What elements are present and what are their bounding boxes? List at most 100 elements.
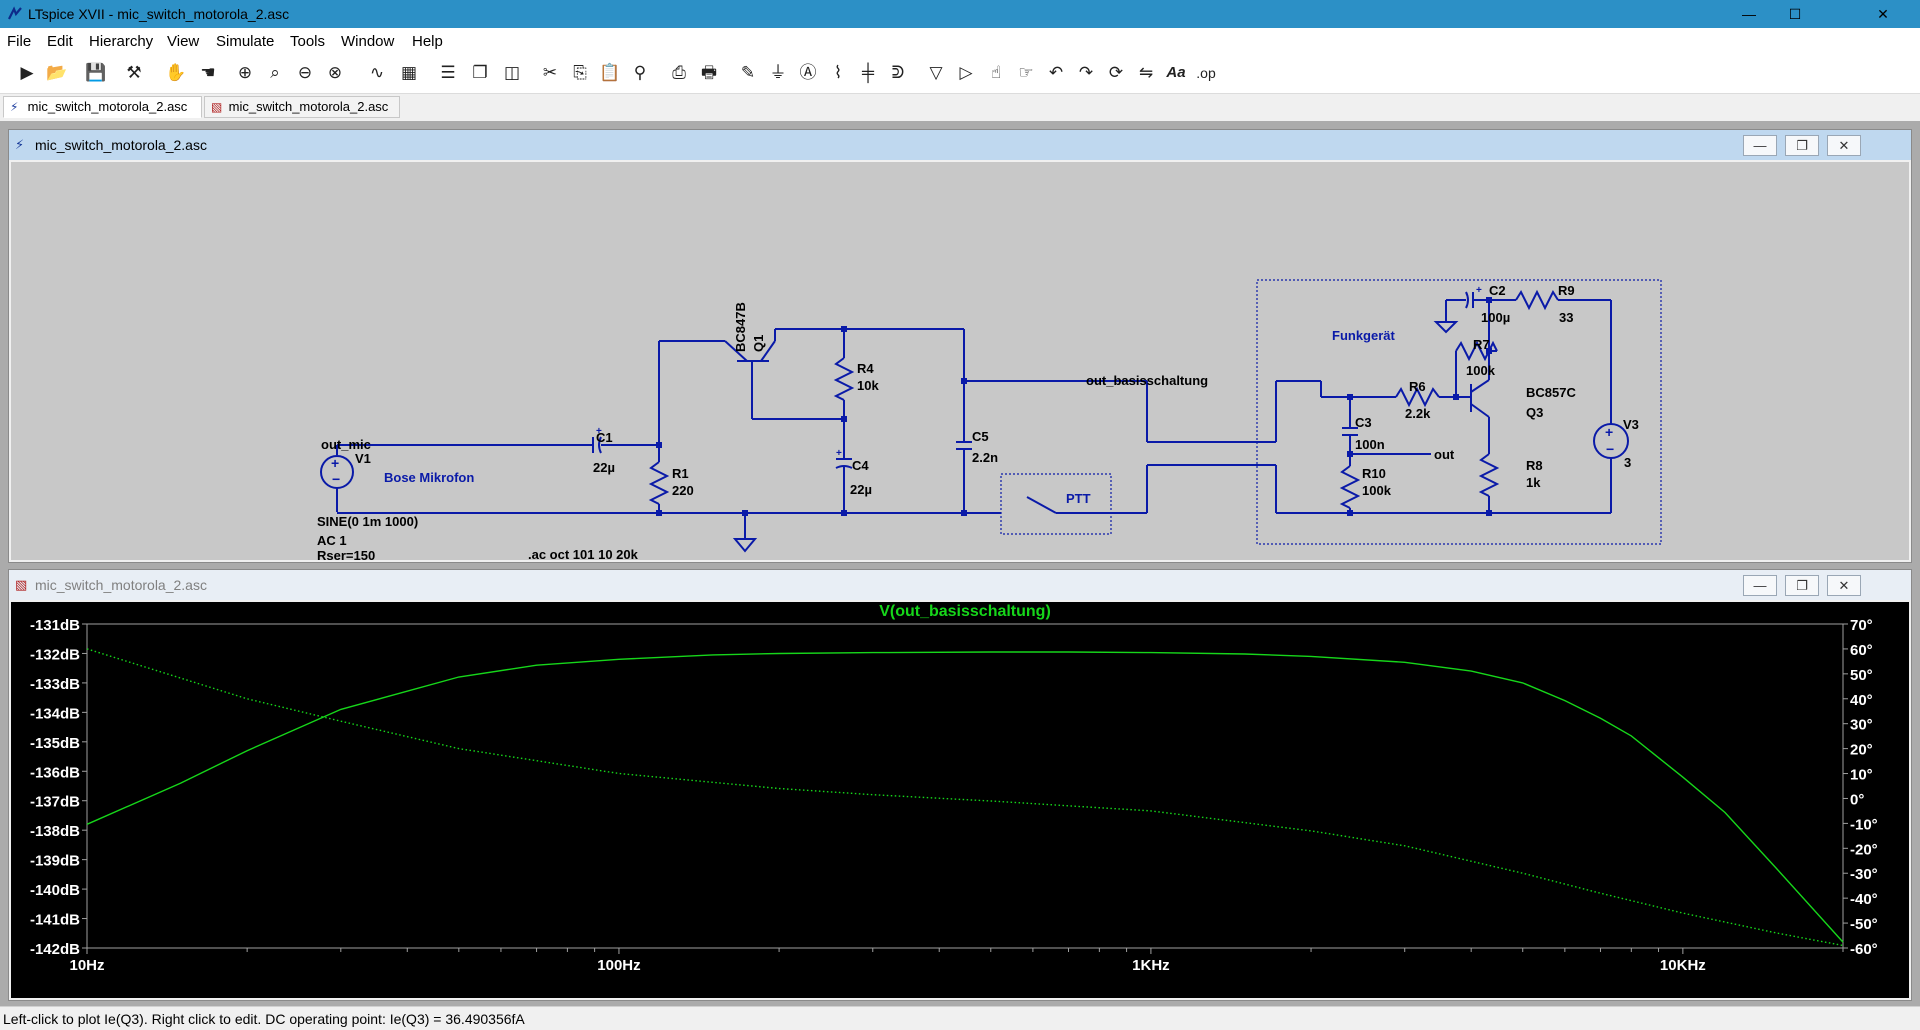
zoom-fit-icon[interactable]: ⊗: [327, 63, 343, 82]
redo-icon[interactable]: ↷: [1078, 63, 1094, 82]
copy-icon[interactable]: ⎘: [573, 63, 587, 82]
label-r10[interactable]: R10: [1362, 466, 1386, 481]
label-r6[interactable]: R6: [1409, 379, 1426, 394]
text-icon[interactable]: Aa: [1166, 64, 1186, 81]
tab-schematic[interactable]: ⚡ mic_switch_motorola_2.asc: [3, 96, 202, 118]
label-q1-model[interactable]: BC847B: [733, 302, 748, 352]
label-r6-val[interactable]: 2.2k: [1405, 406, 1431, 421]
draw-wire-icon[interactable]: ✎: [740, 63, 756, 82]
label-r10-val[interactable]: 100k: [1362, 483, 1392, 498]
save-icon[interactable]: 💾: [85, 63, 107, 82]
menu-file[interactable]: File: [7, 33, 32, 50]
label-c4[interactable]: C4: [852, 458, 869, 473]
halt-icon[interactable]: ✋: [165, 63, 187, 82]
menu-tools[interactable]: Tools: [290, 33, 326, 50]
schematic-canvas[interactable]: +− +− + + +: [11, 162, 1909, 560]
mirror-icon[interactable]: ⇋: [1138, 63, 1154, 82]
label-q1[interactable]: Q1: [751, 335, 766, 352]
waveform-plot[interactable]: V(out_basisschaltung) -131dB-132dB-133dB…: [11, 602, 1909, 998]
label-out-mic[interactable]: out_mic: [321, 437, 371, 452]
child-maximize-button[interactable]: ❐: [1785, 135, 1819, 156]
label-r8[interactable]: R8: [1526, 458, 1543, 473]
maximize-button[interactable]: ☐: [1788, 6, 1802, 22]
control-panel-icon[interactable]: ⚒: [126, 63, 142, 82]
print-preview-icon[interactable]: 🖶: [700, 63, 718, 82]
label-v3-val[interactable]: 3: [1624, 455, 1631, 470]
diode-icon[interactable]: ▽: [929, 63, 943, 82]
menu-view[interactable]: View: [167, 33, 200, 50]
waveform-icon[interactable]: ∿: [369, 63, 385, 82]
child-maximize-button[interactable]: ❐: [1785, 575, 1819, 596]
spice-directive-icon[interactable]: .op: [1196, 65, 1216, 81]
label-c3[interactable]: C3: [1355, 415, 1372, 430]
label-v1-desc[interactable]: Bose Mikrofon: [384, 470, 474, 485]
label-v1-ac[interactable]: AC 1: [317, 533, 347, 548]
label-ptt[interactable]: PTT: [1066, 491, 1091, 506]
drag-icon[interactable]: ☞: [1018, 63, 1034, 82]
label-q3[interactable]: Q3: [1526, 405, 1543, 420]
zoom-out-icon[interactable]: ⊖: [297, 63, 313, 82]
resistor-icon[interactable]: ⌇: [833, 63, 843, 82]
rotate-icon[interactable]: ⟳: [1108, 63, 1124, 82]
trace-label[interactable]: V(out_basisschaltung): [879, 603, 1051, 620]
label-r4[interactable]: R4: [857, 361, 874, 376]
label-v3[interactable]: V3: [1623, 417, 1639, 432]
label-r7[interactable]: R7: [1473, 337, 1490, 352]
menu-window[interactable]: Window: [341, 33, 395, 50]
label-r9-val[interactable]: 33: [1559, 310, 1573, 325]
label-r4-val[interactable]: 10k: [857, 378, 879, 393]
run-icon[interactable]: ▶: [20, 63, 34, 82]
label-funkgeraet[interactable]: Funkgerät: [1332, 328, 1396, 343]
label-v1-sine[interactable]: SINE(0 1m 1000): [317, 514, 418, 529]
tile-vertical-icon[interactable]: ◫: [503, 63, 521, 82]
label-net-out-basisschaltung[interactable]: out_basisschaltung: [1086, 373, 1208, 388]
label-c1-val[interactable]: 22µ: [593, 460, 615, 475]
open-icon[interactable]: 📂: [46, 63, 68, 82]
child-minimize-button[interactable]: —: [1743, 575, 1777, 596]
cascade-icon[interactable]: ❐: [472, 63, 488, 82]
label-c5-val[interactable]: 2.2n: [972, 450, 998, 465]
label-c2-val[interactable]: 100µ: [1481, 310, 1510, 325]
menu-hierarchy[interactable]: Hierarchy: [89, 33, 154, 50]
spice-directive-ac[interactable]: .ac oct 101 10 20k: [528, 547, 639, 560]
label-c3-val[interactable]: 100n: [1355, 437, 1385, 452]
close-button[interactable]: ✕: [1877, 6, 1889, 22]
capacitor-icon[interactable]: ╪: [861, 63, 875, 82]
child-close-button[interactable]: ✕: [1827, 135, 1861, 156]
menu-help[interactable]: Help: [412, 33, 443, 50]
label-r8-val[interactable]: 1k: [1526, 475, 1541, 490]
label-c5[interactable]: C5: [972, 429, 989, 444]
menu-simulate[interactable]: Simulate: [216, 33, 275, 50]
cut-icon[interactable]: ✂: [542, 63, 558, 82]
tab-waveform[interactable]: ▧ mic_switch_motorola_2.asc: [204, 96, 400, 118]
label-r1-val[interactable]: 220: [672, 483, 694, 498]
move-icon[interactable]: ☝: [990, 63, 1002, 82]
label-r1[interactable]: R1: [672, 466, 689, 481]
label-r9[interactable]: R9: [1558, 283, 1575, 298]
tile-horizontal-icon[interactable]: ☰: [440, 63, 456, 82]
component-icon[interactable]: ▷: [959, 63, 973, 82]
inductor-icon[interactable]: ᕲ: [891, 63, 905, 82]
zoom-in-icon[interactable]: ⊕: [237, 63, 253, 82]
print-icon[interactable]: ⎙: [672, 63, 686, 82]
label-v1-rser[interactable]: Rser=150: [317, 548, 375, 560]
paste-icon[interactable]: 📋: [599, 63, 621, 82]
ground-icon[interactable]: ⏚: [769, 63, 787, 82]
label-net-icon[interactable]: Ⓐ: [799, 63, 817, 82]
child-minimize-button[interactable]: —: [1743, 135, 1777, 156]
label-net-out[interactable]: out: [1434, 447, 1455, 462]
undo-icon[interactable]: ↶: [1048, 63, 1064, 82]
child-close-button[interactable]: ✕: [1827, 575, 1861, 596]
label-c4-val[interactable]: 22µ: [850, 482, 872, 497]
menu-edit[interactable]: Edit: [47, 33, 73, 50]
label-c2[interactable]: C2: [1489, 283, 1506, 298]
minimize-button[interactable]: —: [1742, 6, 1756, 22]
waveform-grid-icon[interactable]: ▦: [400, 63, 418, 82]
label-r7-val[interactable]: 100k: [1466, 363, 1496, 378]
zoom-area-icon[interactable]: ⌕: [270, 63, 280, 82]
pan-hand-icon[interactable]: ☚: [200, 63, 216, 82]
label-q3-model[interactable]: BC857C: [1526, 385, 1576, 400]
label-v1[interactable]: V1: [355, 451, 371, 466]
find-icon[interactable]: ⚲: [633, 63, 647, 82]
label-c1[interactable]: C1: [596, 430, 613, 445]
